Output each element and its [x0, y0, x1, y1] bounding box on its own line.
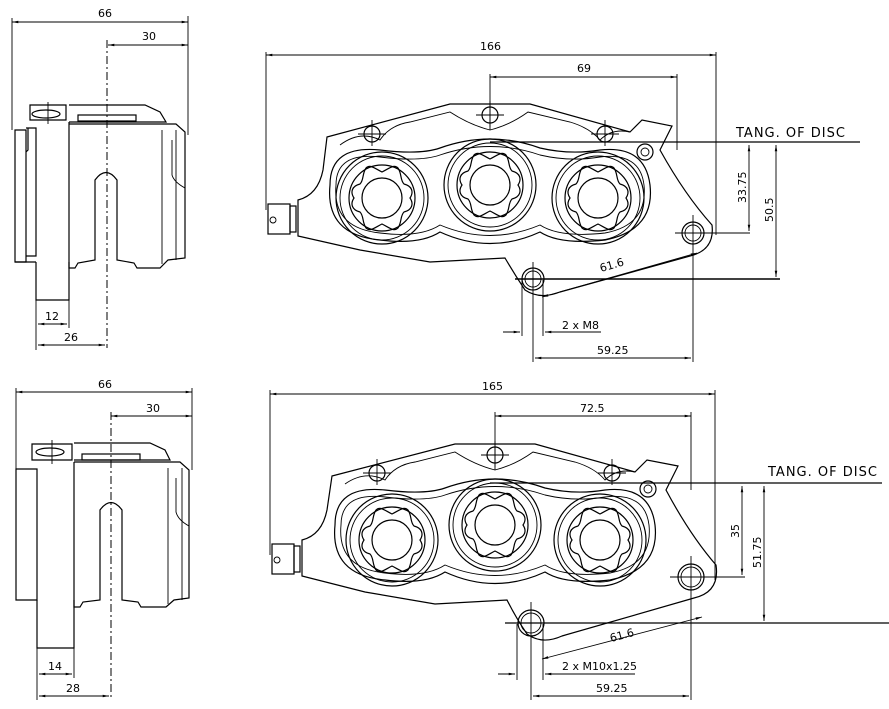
dim-offset-right: 30 [142, 30, 156, 43]
dim-mount-offset: 28 [66, 682, 80, 695]
tangent-of-disc-label: TANG. OF DISC [767, 465, 878, 480]
dim-overall-width: 66 [98, 7, 112, 20]
dim-radial-offset-1: 33.75 [736, 172, 749, 204]
dim-mount-width: 12 [45, 310, 59, 323]
dim-hole-distance: 61.6 [598, 256, 625, 275]
thread-spec: 2 x M8 [562, 319, 599, 332]
side-view-top: 66 30 12 26 [11, 7, 189, 350]
front-view-bottom: 165 72.5 TANG. OF DISC 35 51.75 [269, 380, 889, 700]
dim-overall-length: 165 [482, 380, 503, 393]
dim-radial-offset-1: 35 [729, 524, 742, 538]
thread-spec: 2 x M10x1.25 [562, 660, 637, 673]
dim-mount-horizontal: 59.25 [597, 344, 629, 357]
side-view-bottom: 66 30 14 28 [15, 378, 193, 700]
dim-mount-offset: 26 [64, 331, 78, 344]
front-view-top: 166 69 TANG. OF DISC [265, 40, 860, 362]
dim-overall-width: 66 [98, 378, 112, 391]
dim-radial-offset-2: 50.5 [763, 198, 776, 223]
dim-offset-right: 30 [146, 402, 160, 415]
tangent-of-disc-label: TANG. OF DISC [735, 126, 846, 141]
dim-radial-offset-2: 51.75 [751, 537, 764, 569]
dim-overall-length: 166 [480, 40, 501, 53]
dim-mount-spacing: 72.5 [580, 402, 605, 415]
dim-hole-distance: 61.6 [608, 626, 635, 645]
dim-mount-spacing: 69 [577, 62, 591, 75]
dim-mount-horizontal: 59.25 [596, 682, 628, 695]
dim-mount-width: 14 [48, 660, 62, 673]
